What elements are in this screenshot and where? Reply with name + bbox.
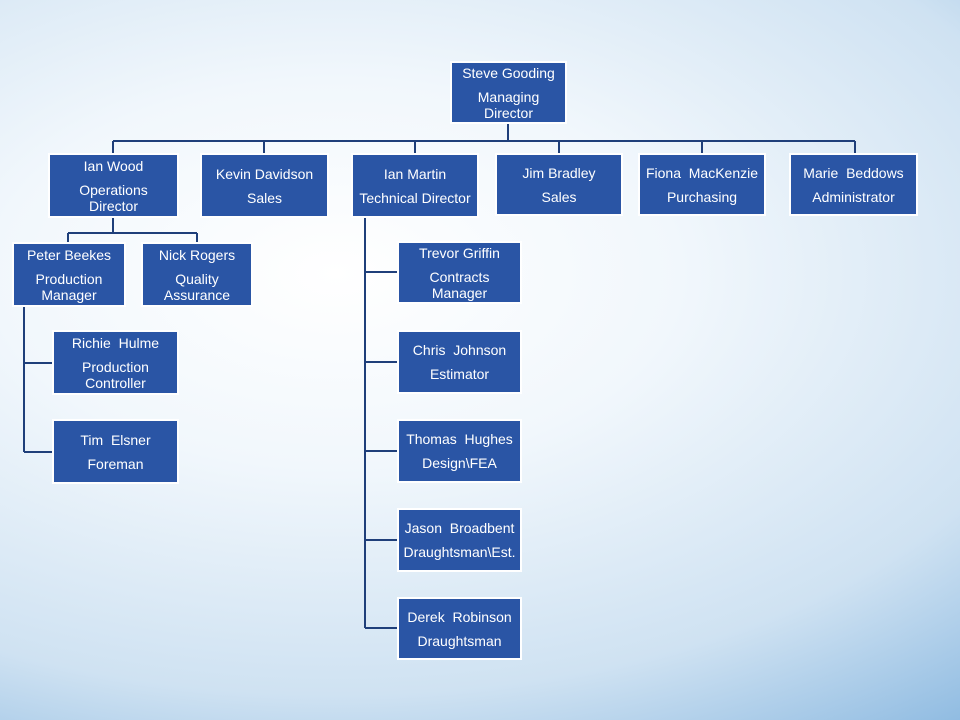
node-peter-beekes: Peter Beekes Production Manager xyxy=(12,242,126,307)
node-derek-robinson: Derek Robinson Draughtsman xyxy=(397,597,522,660)
node-role: Sales xyxy=(246,189,283,206)
node-role: Design\FEA xyxy=(422,455,497,471)
node-role: Quality Assurance xyxy=(163,270,231,303)
node-name: Jason Broadbent xyxy=(404,520,515,536)
node-name: Trevor Griffin xyxy=(419,244,500,261)
node-name: Steve Gooding xyxy=(462,64,555,81)
node-tim-elsner: Tim Elsner Foreman xyxy=(52,419,179,484)
node-kevin-davidson: Kevin Davidson Sales xyxy=(200,153,329,218)
node-role: Production Controller xyxy=(82,358,149,391)
node-name: Nick Rogers xyxy=(158,246,236,263)
node-richie-hulme: Richie Hulme Production Controller xyxy=(52,330,179,395)
node-role: Administrator xyxy=(812,188,895,205)
node-role: Operations Director xyxy=(79,181,148,214)
node-role: Sales xyxy=(541,188,577,205)
node-role: Foreman xyxy=(87,455,144,472)
node-name: Thomas Hughes xyxy=(406,431,513,447)
node-steve-gooding: Steve Gooding Managing Director xyxy=(450,61,567,124)
node-jason-broadbent: Jason Broadbent Draughtsman\Est. xyxy=(397,508,522,572)
node-name: Marie Beddows xyxy=(803,164,904,181)
node-name: Kevin Davidson xyxy=(215,165,314,182)
node-name: Jim Bradley xyxy=(522,164,596,181)
node-nick-rogers: Nick Rogers Quality Assurance xyxy=(141,242,253,307)
node-name: Tim Elsner xyxy=(80,431,151,448)
node-role: Technical Director xyxy=(359,189,471,206)
node-role: Draughtsman\Est. xyxy=(403,544,516,560)
node-ian-wood: Ian Wood Operations Director xyxy=(48,153,179,218)
node-role: Estimator xyxy=(429,366,490,382)
node-marie-beddows: Marie Beddows Administrator xyxy=(789,153,918,216)
node-name: Ian Martin xyxy=(383,165,447,182)
node-name: Derek Robinson xyxy=(407,608,512,625)
node-trevor-griffin: Trevor Griffin Contracts Manager xyxy=(397,241,522,304)
node-name: Fiona MacKenzie xyxy=(645,164,759,181)
node-role: Purchasing xyxy=(666,188,738,205)
node-name: Chris Johnson xyxy=(412,342,507,358)
node-jim-bradley: Jim Bradley Sales xyxy=(495,153,623,216)
node-fiona-mackenzie: Fiona MacKenzie Purchasing xyxy=(638,153,766,216)
node-name: Ian Wood xyxy=(83,157,144,174)
node-ian-martin: Ian Martin Technical Director xyxy=(351,153,479,218)
node-name: Richie Hulme xyxy=(71,334,160,351)
node-role: Managing Director xyxy=(477,88,540,121)
node-role: Contracts Manager xyxy=(429,268,490,301)
node-thomas-hughes: Thomas Hughes Design\FEA xyxy=(397,419,522,483)
node-name: Peter Beekes xyxy=(26,246,112,263)
node-role: Draughtsman xyxy=(417,632,502,649)
node-role: Production Manager xyxy=(35,270,103,303)
node-chris-johnson: Chris Johnson Estimator xyxy=(397,330,522,394)
